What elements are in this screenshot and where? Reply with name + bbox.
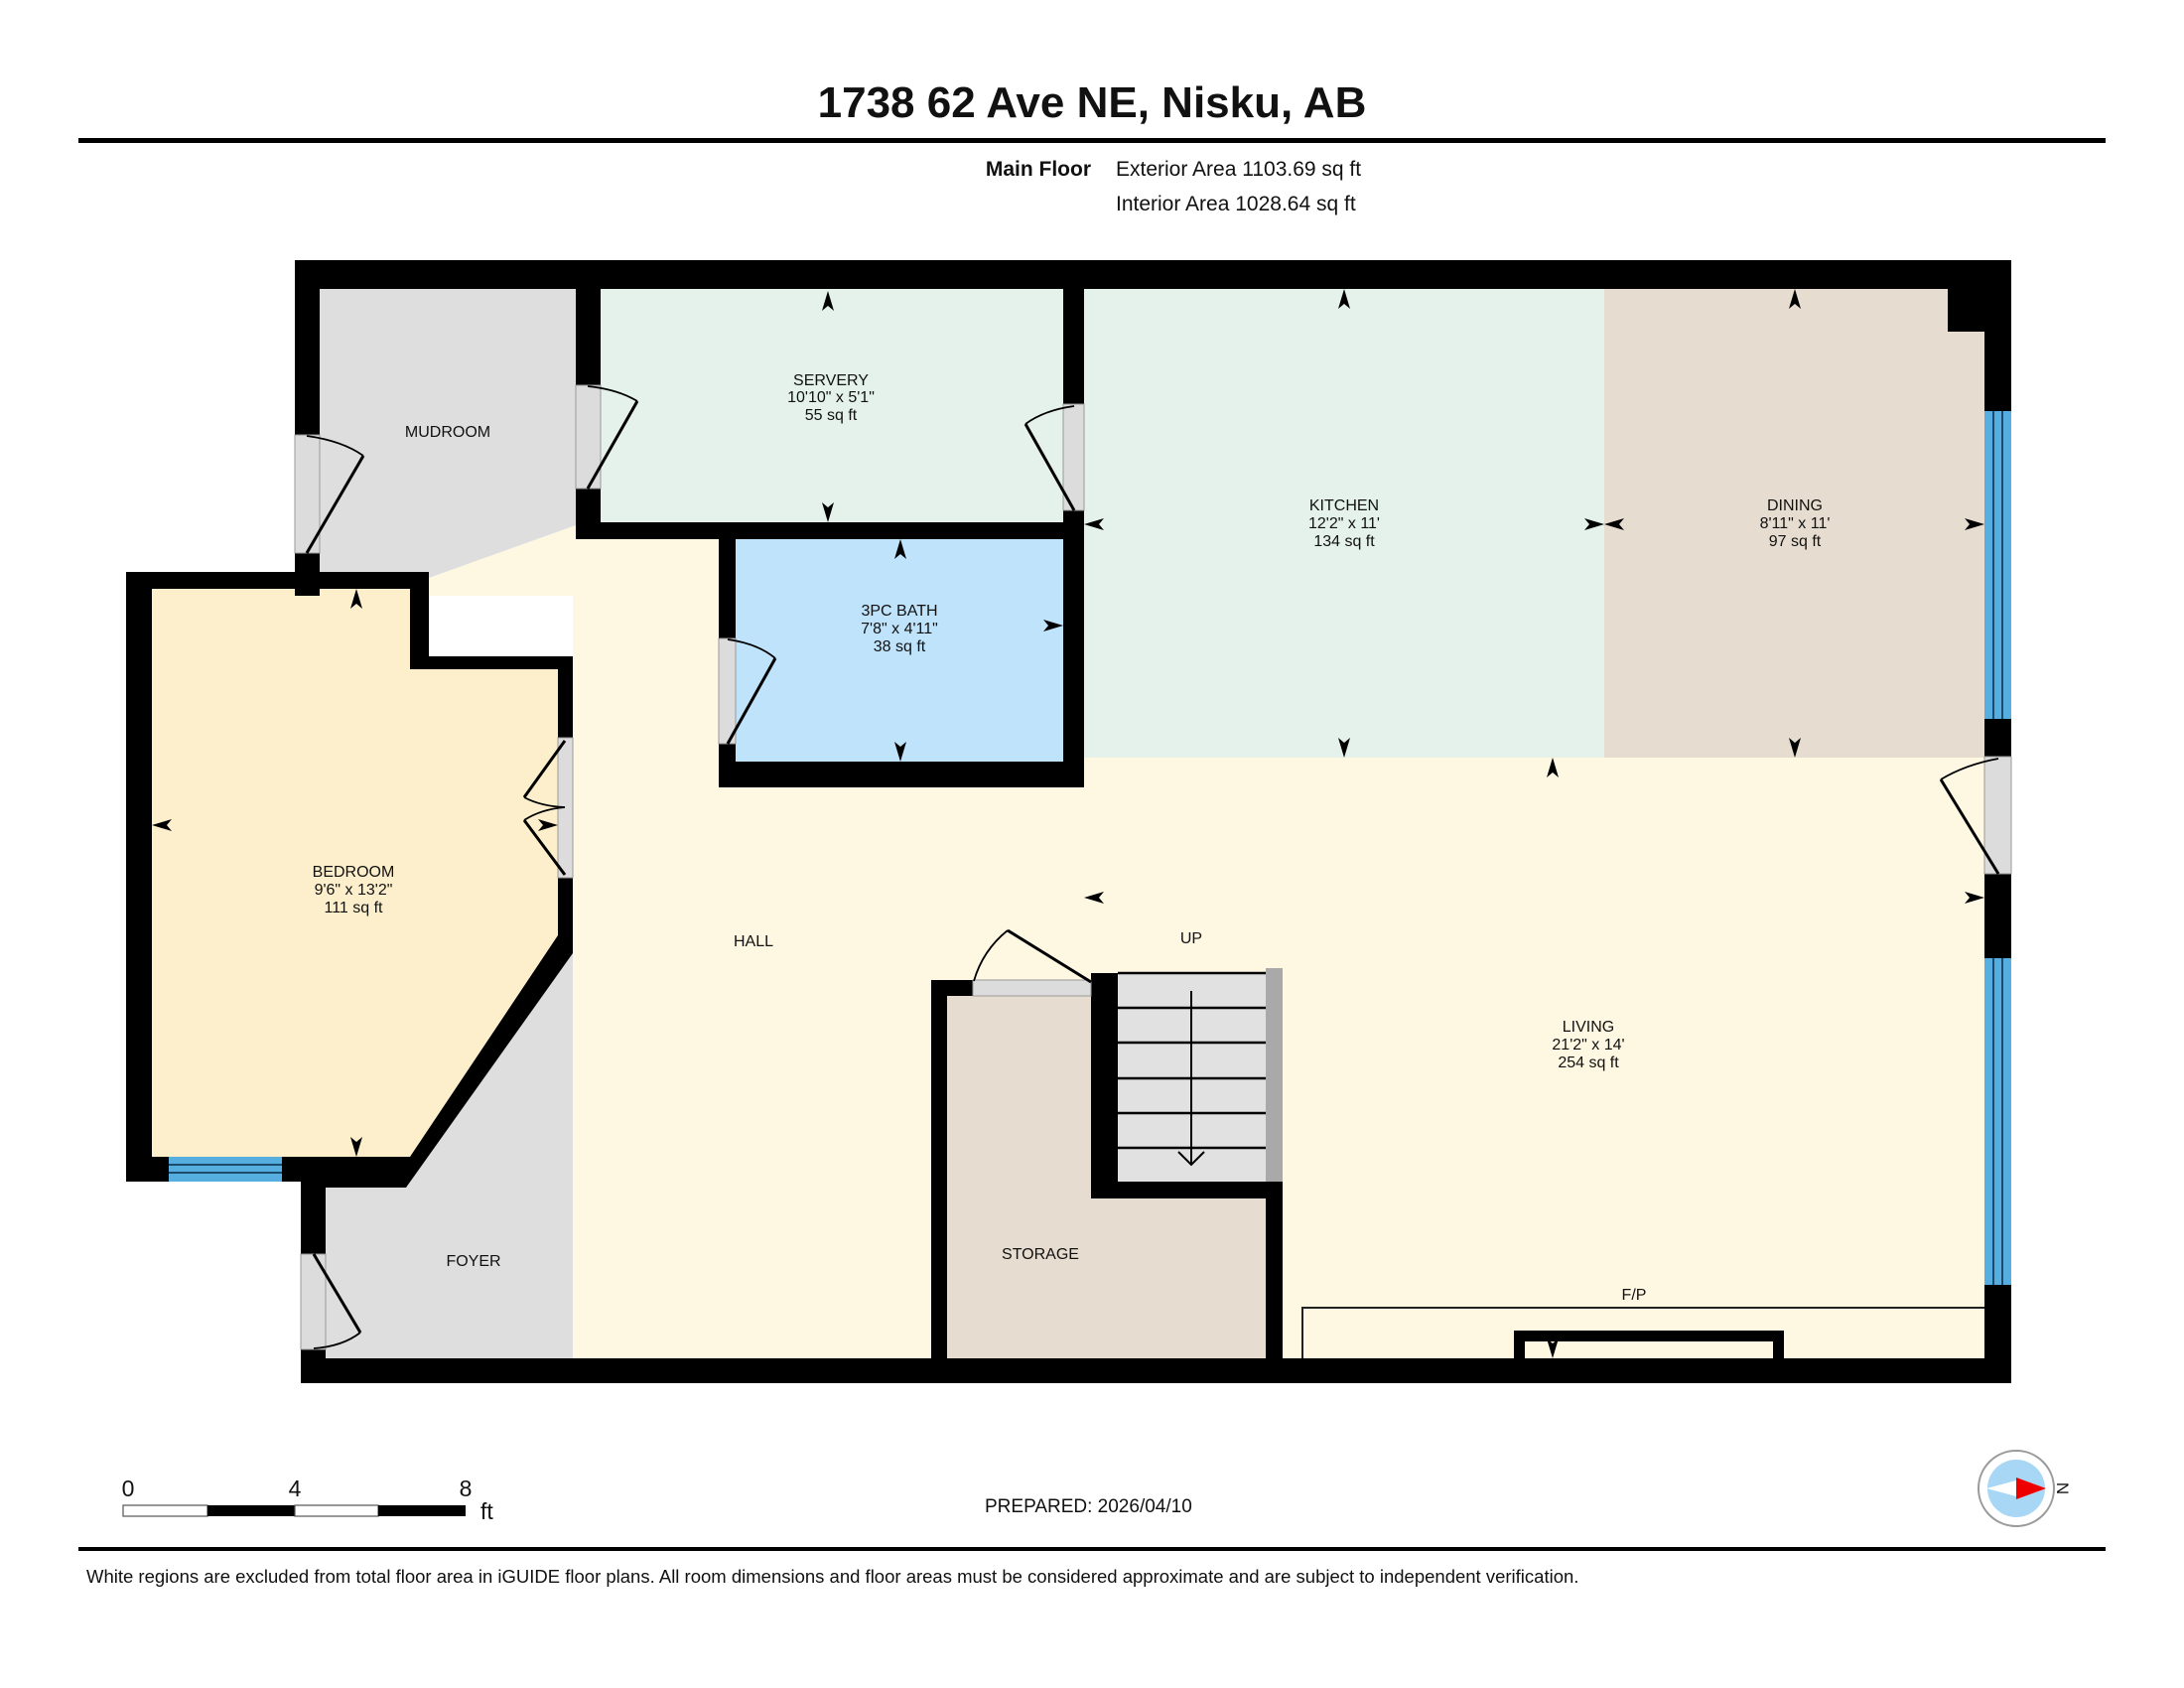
doors — [294, 384, 2012, 1350]
stair-direction-arrow-icon — [1177, 991, 1205, 1167]
floor-name: Main Floor — [986, 158, 1091, 181]
exterior-area: Exterior Area 1103.69 sq ft — [1116, 158, 1361, 181]
room-area-living: 254 sq ft — [1558, 1055, 1619, 1071]
kitchen-floor — [1084, 289, 1604, 758]
header-rule — [78, 138, 2106, 143]
room-area-dining: 97 sq ft — [1769, 533, 1822, 550]
staircase — [1118, 968, 1283, 1182]
disclaimer-text: White regions are excluded from total fl… — [86, 1566, 1578, 1587]
room-area-servery: 55 sq ft — [805, 407, 858, 424]
room-label-servery: SERVERY — [793, 372, 869, 389]
north-compass-icon: N — [1978, 1450, 2072, 1527]
room-label-bedroom: BEDROOM — [313, 864, 395, 881]
scale-tick-4: 4 — [289, 1476, 302, 1501]
scale-tick-0: 0 — [122, 1476, 135, 1501]
scale-bar: 0 4 8 ft — [122, 1476, 494, 1524]
fireplace-outline — [1301, 1307, 1984, 1358]
bath-floor — [736, 539, 1063, 762]
prepared-date: PREPARED: 2026/04/10 — [985, 1496, 1192, 1517]
interior-area: Interior Area 1028.64 sq ft — [1116, 193, 1356, 215]
footer-rule — [78, 1547, 2106, 1551]
room-label-living: LIVING — [1563, 1019, 1614, 1036]
room-dims-kitchen: 12'2" x 11' — [1308, 515, 1380, 532]
scale-unit: ft — [480, 1498, 493, 1524]
room-label-hall: HALL — [734, 933, 773, 950]
dining-floor — [1604, 289, 1984, 758]
foyer-floor — [326, 945, 573, 1358]
room-label-mudroom: MUDROOM — [405, 424, 490, 441]
room-label-bath: 3PC BATH — [861, 603, 937, 620]
room-area-bedroom: 111 sq ft — [325, 900, 384, 916]
walls — [126, 260, 2011, 1383]
room-floors — [152, 285, 1984, 1358]
room-dims-bedroom: 9'6" x 13'2" — [315, 882, 393, 899]
room-dims-dining: 8'11" x 11' — [1760, 515, 1831, 532]
bedroom-floor — [152, 589, 558, 1157]
room-dims-bath: 7'8" x 4'11" — [861, 621, 938, 637]
storage-floor — [947, 996, 1266, 1358]
stairs-up-label: UP — [1180, 930, 1202, 947]
fireplace-label: F/P — [1622, 1287, 1647, 1304]
room-area-bath: 38 sq ft — [874, 638, 926, 655]
scale-tick-8: 8 — [460, 1476, 473, 1501]
room-label-storage: STORAGE — [1002, 1246, 1079, 1263]
room-labels: MUDROOM SERVERY 10'10" x 5'1" 55 sq ft K… — [313, 372, 1831, 1304]
stair-rail — [1266, 968, 1283, 1182]
page-title: 1738 62 Ave NE, Nisku, AB — [818, 78, 1367, 127]
room-label-foyer: FOYER — [446, 1253, 500, 1270]
room-label-dining: DINING — [1767, 497, 1823, 514]
room-dims-living: 21'2" x 14' — [1552, 1037, 1624, 1054]
servery-floor — [601, 289, 1063, 522]
compass-north-label: N — [2053, 1482, 2072, 1494]
room-area-kitchen: 134 sq ft — [1313, 533, 1375, 550]
room-label-kitchen: KITCHEN — [1309, 497, 1379, 514]
room-dims-servery: 10'10" x 5'1" — [787, 389, 875, 406]
dimension-arrows — [152, 289, 1984, 1358]
windows — [169, 411, 2011, 1285]
mudroom-floor — [320, 285, 576, 578]
